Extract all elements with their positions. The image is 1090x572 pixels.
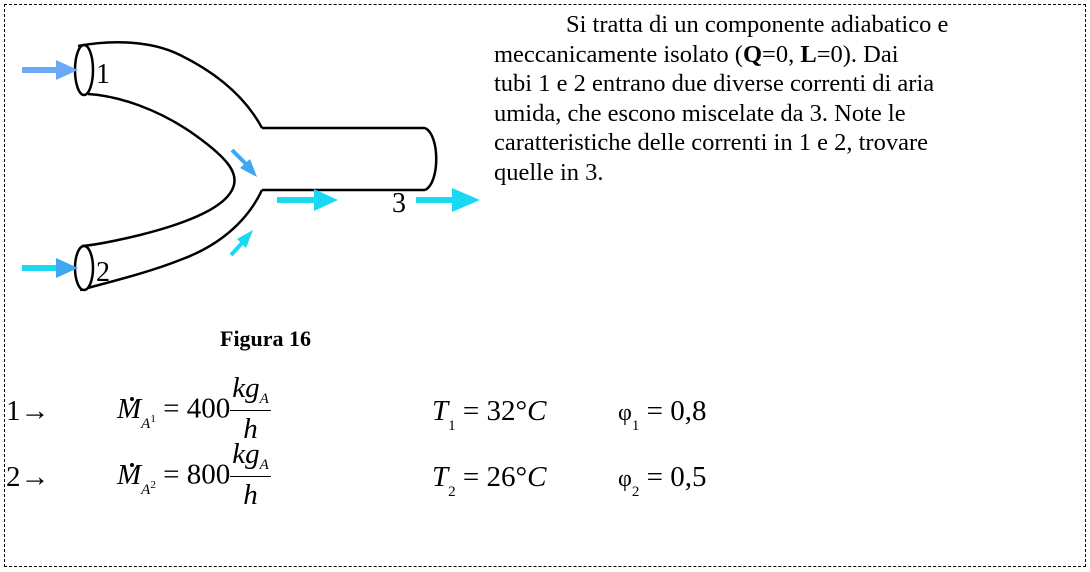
temperature-1: T1 = 32°C <box>432 395 547 434</box>
problem-description: Si tratta di un componente adiabatico e … <box>494 10 1086 187</box>
desc-line-3: tubi 1 e 2 entrano due diverse correnti … <box>494 70 935 97</box>
label-outlet-3: 3 <box>392 188 406 219</box>
desc-line-1: Si tratta di un componente adiabatico e <box>566 11 949 38</box>
relative-humidity-2: φ2 = 0,5 <box>618 461 707 500</box>
pipe-outer-contour <box>77 41 264 129</box>
label-inlet-1: 1 <box>96 59 110 90</box>
temperature-2: T2 = 26°C <box>432 461 547 500</box>
outlet-opening <box>424 126 438 192</box>
inlet-2-arrow <box>22 258 78 278</box>
mixing-junction-figure: 1 2 3 <box>22 41 480 292</box>
relative-humidity-1: φ1 = 0,8 <box>618 395 707 434</box>
desc-line-6: quelle in 3. <box>494 158 604 186</box>
flow-arrow-up <box>229 230 253 257</box>
work-symbol: L <box>800 40 817 68</box>
inlet-1-arrow <box>22 60 78 80</box>
row-2-label: 2→ <box>6 461 50 493</box>
outlet-arrow <box>416 188 480 212</box>
label-inlet-2: 2 <box>96 257 110 288</box>
desc-line-4: umida, che escono miscelate da 3. Note l… <box>494 99 906 127</box>
desc-line-2: meccanicamente isolato (Q=0, L=0). Dai <box>494 40 899 68</box>
flow-arrow-center <box>277 189 338 211</box>
figure-caption: Figura 16 <box>220 326 312 351</box>
pipe-outer-contour-bottom <box>79 189 264 292</box>
flow-arrow-down <box>230 148 257 177</box>
dashed-frame <box>4 4 1086 567</box>
heat-symbol: Q <box>742 40 763 68</box>
desc-line-5: caratteristiche delle correnti in 1 e 2,… <box>494 129 928 156</box>
row-1-label: 1→ <box>6 395 50 427</box>
pipe-inner-contour <box>81 92 236 248</box>
